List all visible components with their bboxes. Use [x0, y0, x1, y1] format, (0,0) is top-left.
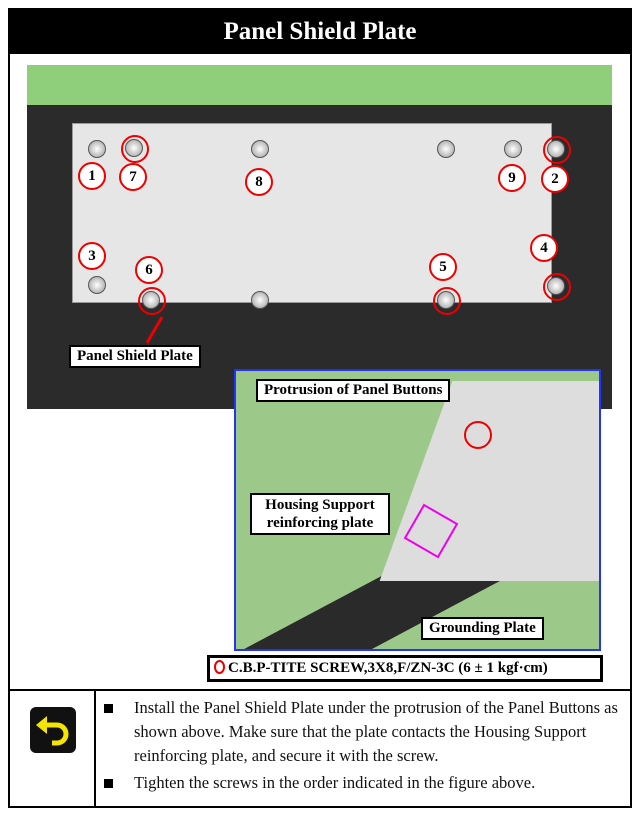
page-title: Panel Shield Plate: [10, 10, 630, 54]
screw-icon: [121, 135, 149, 163]
screw-number: 1: [78, 162, 106, 190]
screw-number: 9: [498, 164, 526, 192]
housing-support-label: Housing Support reinforcing plate: [250, 493, 390, 535]
shield-plate-detail: [379, 381, 599, 581]
screw-number: 8: [245, 168, 273, 196]
screw-spec-caption: C.B.P-TITE SCREW,3X8,F/ZN-3C (6 ± 1 kgf·…: [207, 655, 603, 682]
screw-icon: [543, 273, 571, 301]
screw-number: 3: [78, 242, 106, 270]
panel-shield-plate-label: Panel Shield Plate: [69, 345, 201, 368]
main-figure-photo: 1 7 8 9 2 3 6 5 4 Panel Shield Plate: [27, 65, 612, 409]
screw-icon: [251, 140, 269, 158]
screw-icon: [543, 136, 571, 164]
screw-icon: [88, 276, 106, 294]
protrusion-label: Protrusion of Panel Buttons: [256, 379, 451, 402]
screw-highlight-icon: [464, 421, 492, 449]
screw-icon: [433, 287, 461, 315]
inset-detail-photo: Protrusion of Panel Buttons Housing Supp…: [234, 369, 601, 651]
screw-icon: [138, 287, 166, 315]
note-item: Tighten the screws in the order indicate…: [102, 771, 627, 795]
screw-icon: [251, 291, 269, 309]
grounding-plate-label: Grounding Plate: [421, 617, 544, 640]
screw-icon: [504, 140, 522, 158]
note-item: Install the Panel Shield Plate under the…: [102, 696, 627, 768]
red-circle-icon: [214, 660, 225, 674]
reassembly-icon: [30, 707, 76, 753]
document-frame: Panel Shield Plate 1 7 8 9 2 3 6 5 4 Pan…: [8, 8, 632, 808]
divider: [94, 689, 96, 806]
screw-number: 7: [119, 163, 147, 191]
screw-number: 6: [135, 256, 163, 284]
screw-number: 4: [530, 234, 558, 262]
screw-number: 5: [429, 253, 457, 281]
notes-list: Install the Panel Shield Plate under the…: [102, 696, 627, 798]
screw-icon: [88, 140, 106, 158]
screw-number: 2: [541, 165, 569, 193]
screw-spec-text: C.B.P-TITE SCREW,3X8,F/ZN-3C (6 ± 1 kgf·…: [228, 660, 548, 676]
divider: [10, 689, 630, 691]
screw-icon: [437, 140, 455, 158]
